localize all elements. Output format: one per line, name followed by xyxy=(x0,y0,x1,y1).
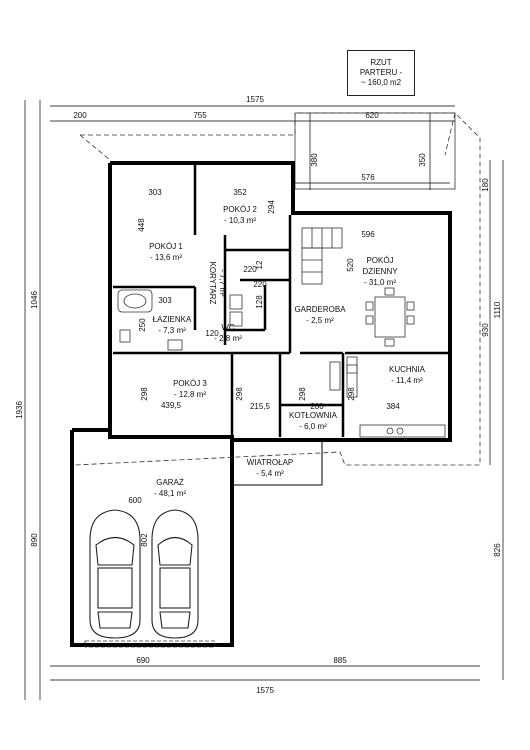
room-pokoj-1: POKÓJ 1 - 13,6 m² xyxy=(149,242,183,262)
dim-inner: 250 xyxy=(138,318,147,332)
dim-terrace-left: 380 xyxy=(310,153,319,167)
room-name: WC xyxy=(221,323,235,332)
dim-inner: 520 xyxy=(346,258,355,272)
room-name: POKÓJ 2 xyxy=(223,205,257,214)
kitchen-counter xyxy=(346,356,446,438)
room-pokoj-2: POKÓJ 2 - 10,3 m² xyxy=(223,205,257,225)
room-name: KORYTARZ xyxy=(208,262,217,305)
dim-inner: 12 xyxy=(255,260,264,269)
dim-inner: 600 xyxy=(128,496,142,505)
dim-inner: 215,5 xyxy=(250,402,271,411)
dim-inner: 384 xyxy=(386,402,400,411)
room-name: KOTŁOWNIA xyxy=(289,411,338,420)
room-name: KUCHNIA xyxy=(389,365,426,374)
room-area: - 2,5 m² xyxy=(306,316,334,325)
dim-inner: 294 xyxy=(267,200,276,214)
dim-terrace-width: 576 xyxy=(361,173,375,182)
room-area: - 31,0 m² xyxy=(364,278,396,287)
dim-inner: 128 xyxy=(255,295,264,309)
room-name-line1: POKÓJ xyxy=(366,256,393,265)
room-name: GARAŻ xyxy=(156,478,184,487)
dim-inner: 298 xyxy=(140,387,149,401)
dim-right-mid: 930 xyxy=(481,323,490,337)
plan-title-line1: RZUT xyxy=(370,58,392,67)
dim-bottom-total: 1575 xyxy=(256,686,274,695)
room-lazienka: ŁAZIENKA - 7,3 m² xyxy=(153,315,192,335)
dim-right-lower: 826 xyxy=(493,543,502,557)
room-area: - 5,4 m² xyxy=(256,469,284,478)
dim-inner: 120 xyxy=(205,329,219,338)
car-right xyxy=(151,509,199,639)
roof-outline xyxy=(74,112,481,466)
bathtub xyxy=(117,289,183,351)
dim-inner: 298 xyxy=(298,387,307,401)
room-area: - 11,4 m² xyxy=(391,376,423,385)
garage-door-line xyxy=(84,640,216,648)
dining-table xyxy=(365,287,415,347)
dim-inner: 220 xyxy=(243,265,257,274)
wc-fixtures xyxy=(229,294,243,327)
room-area: - 7,3 m² xyxy=(158,326,186,335)
dim-top-total: 1575 xyxy=(246,95,264,104)
dim-top-mid: 755 xyxy=(193,111,207,120)
dim-right-top: 180 xyxy=(481,178,490,192)
room-name: POKÓJ 1 xyxy=(149,242,183,251)
dim-bottom-left: 690 xyxy=(136,656,150,665)
dim-inner: 448 xyxy=(137,218,146,232)
outer-walls xyxy=(108,161,452,442)
dim-inner: 298 xyxy=(347,387,356,401)
dim-inner: 352 xyxy=(233,188,247,197)
car-left xyxy=(89,509,141,639)
room-name: GARDEROBA xyxy=(294,305,346,314)
room-name: POKÓJ 3 xyxy=(173,379,207,388)
terrace-outline xyxy=(294,112,456,190)
sofa xyxy=(301,227,343,285)
dim-terrace-right: 350 xyxy=(418,153,427,167)
room-area: - 10,3 m² xyxy=(224,216,256,225)
plan-title: RZUT PARTERU - ~ 160,0 m2 xyxy=(347,50,415,96)
room-area: - 48,1 m² xyxy=(154,489,186,498)
dim-right-total: 1110 xyxy=(493,301,502,318)
room-kuchnia: KUCHNIA - 11,4 m² xyxy=(389,365,426,385)
boiler xyxy=(329,361,341,391)
dim-top-right: 620 xyxy=(365,111,379,120)
dim-inner: 303 xyxy=(158,296,172,305)
room-name-line2: DZIENNY xyxy=(362,267,398,276)
dim-inner: 298 xyxy=(235,387,244,401)
room-pokoj-3: POKÓJ 3 - 12,8 m² xyxy=(173,379,207,399)
room-name: WIATROŁAP xyxy=(247,458,294,467)
dim-left-lower: 890 xyxy=(30,533,39,547)
dim-top-left: 200 xyxy=(73,111,87,120)
dim-left-upper: 1046 xyxy=(30,291,39,309)
dim-left-total: 1936 xyxy=(15,401,24,419)
dimension-lines xyxy=(24,100,504,700)
dim-inner: 220 xyxy=(253,280,267,289)
inner-walls xyxy=(113,163,450,437)
room-kotlownia: KOTŁOWNIA - 6,0 m² xyxy=(289,411,338,431)
room-area: - 13,6 m² xyxy=(150,253,182,262)
plan-title-line3: ~ 160,0 m2 xyxy=(360,78,402,87)
room-garderoba: GARDEROBA - 2,5 m² xyxy=(294,305,346,325)
dim-inner: 303 xyxy=(148,188,162,197)
room-wiatrolap: WIATROŁAP - 5,4 m² xyxy=(247,458,294,478)
room-korytarz: KORYTARZ - 7,7 m² xyxy=(208,262,227,305)
dim-inner: 802 xyxy=(140,533,149,547)
room-area: - 6,0 m² xyxy=(299,422,327,431)
dim-bottom-right: 885 xyxy=(333,656,347,665)
room-name: ŁAZIENKA xyxy=(153,315,192,324)
dim-inner: 200 xyxy=(310,402,324,411)
dim-inner: 439,5 xyxy=(161,401,182,410)
dim-inner: 596 xyxy=(361,230,375,239)
room-area: - 7,7 m² xyxy=(218,269,227,297)
entrance-step xyxy=(231,439,323,486)
room-area: - 2,8 m² xyxy=(214,334,242,343)
garage-walls xyxy=(70,428,234,647)
room-pokoj-dzienny: POKÓJ DZIENNY - 31,0 m² xyxy=(362,256,398,287)
plan-title-line2: PARTERU - xyxy=(359,68,403,77)
room-garaz: GARAŻ - 48,1 m² xyxy=(154,478,186,498)
room-wc: WC - 2,8 m² xyxy=(214,323,242,343)
room-area: - 12,8 m² xyxy=(174,390,206,399)
